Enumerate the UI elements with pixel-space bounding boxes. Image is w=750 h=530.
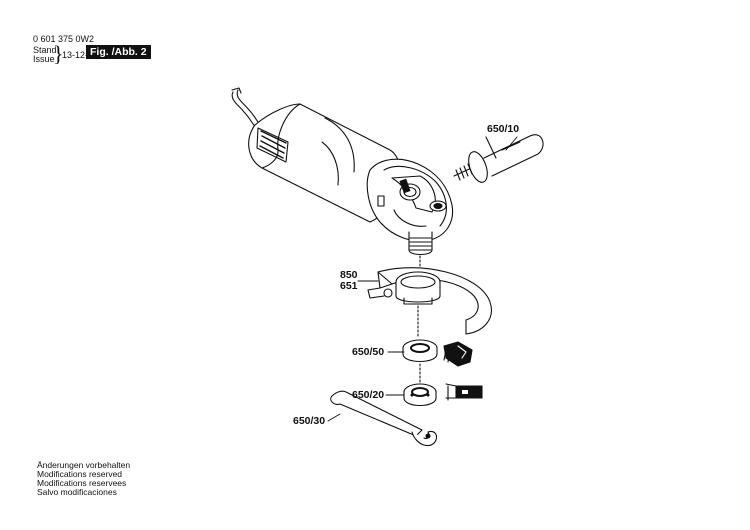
part-label-flange: 650/50 bbox=[352, 346, 385, 358]
side-handle bbox=[453, 134, 544, 183]
clamping-nut-part bbox=[403, 383, 437, 407]
leader-lines bbox=[327, 136, 518, 422]
figure-label: Fig. /Abb. 2 bbox=[86, 45, 151, 59]
issue-label: Issue bbox=[33, 54, 55, 64]
motor-housing bbox=[248, 103, 402, 223]
part-label-guard-a: 850 bbox=[340, 269, 358, 281]
footer-line: Modifications reservees bbox=[37, 478, 127, 488]
gear-head bbox=[366, 158, 454, 242]
pin-wrench bbox=[330, 390, 438, 447]
issue-date: 13-12-12 bbox=[62, 50, 99, 60]
footer-line: Modifications reserved bbox=[37, 469, 123, 479]
part-label-nut: 650/20 bbox=[352, 389, 385, 401]
stand-label: Stand bbox=[33, 45, 57, 55]
part-label-handle: 650/10 bbox=[487, 123, 520, 135]
spindle bbox=[408, 231, 433, 269]
footer-line: Salvo modificaciones bbox=[37, 487, 117, 497]
footer-line: Änderungen vorbehalten bbox=[37, 460, 131, 470]
flange-part bbox=[402, 339, 438, 385]
part-label-guard-b: 651 bbox=[340, 280, 358, 292]
accessory-icon-upper bbox=[443, 341, 473, 367]
part-label-wrench: 650/30 bbox=[293, 415, 326, 427]
part-number: 0 601 375 0W2 bbox=[33, 34, 95, 44]
brace-glyph: } bbox=[53, 41, 64, 66]
accessory-icon-lower bbox=[445, 383, 483, 401]
footer-notes: Änderungen vorbehalten Modifications res… bbox=[37, 461, 130, 497]
wheel-guard bbox=[367, 267, 492, 339]
